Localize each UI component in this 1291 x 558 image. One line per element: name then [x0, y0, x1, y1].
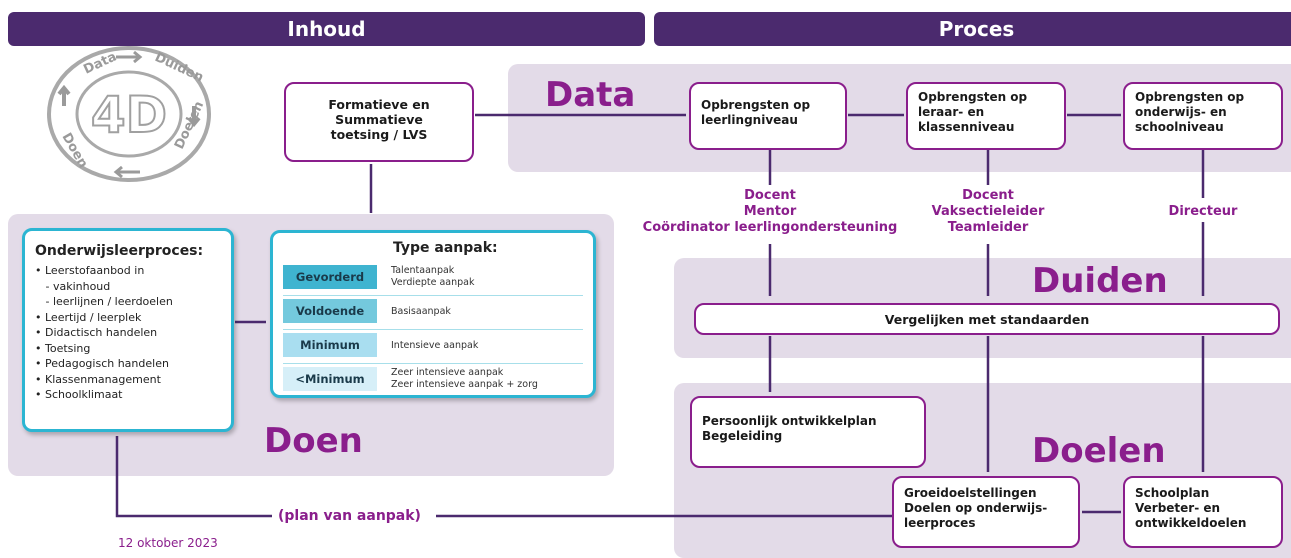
- aanpak-row: Minimum Intensieve aanpak: [283, 329, 583, 364]
- aanpak-tag: <Minimum: [283, 367, 377, 391]
- logo-center-text: 4D: [91, 86, 167, 144]
- header-inhoud: Inhoud: [8, 12, 645, 46]
- onderwijs-item: • Leertijd / leerplek: [35, 310, 142, 324]
- onderwijs-item: • Pedagogisch handelen: [35, 357, 169, 370]
- aanpak-row: Gevorderd Talentaanpak Verdiepte aanpak: [283, 261, 583, 296]
- roles-klas: Docent Vaksectieleider Teamleider: [931, 188, 1045, 235]
- onderwijs-item: • Schoolklimaat: [35, 388, 123, 401]
- onderwijs-item: • Toetsing: [35, 341, 91, 355]
- logo-4d-stamp: 4D Data Duiden Doelen Doen: [44, 44, 214, 184]
- aanpak-desc: Basisaanpak: [391, 306, 451, 317]
- aanpak-row: Voldoende Basisaanpak: [283, 295, 583, 330]
- footer-date: 12 oktober 2023: [118, 536, 218, 550]
- onderwijs-title: Onderwijsleerproces:: [35, 243, 204, 259]
- box-type-aanpak: Type aanpak: Gevorderd Talentaanpak Verd…: [270, 230, 596, 398]
- plan-van-aanpak-label: (plan van aanpak): [278, 508, 421, 524]
- roles-leerling: Docent Mentor Coördinator leerlingonders…: [642, 188, 898, 235]
- box-groeidoel: Groeidoelstellingen Doelen op onderwijs-…: [892, 476, 1080, 548]
- onderwijs-item: • Leerstofaanbod in: [35, 264, 145, 277]
- label-duiden: Duiden: [1032, 261, 1168, 301]
- header-proces: Proces: [654, 12, 1291, 46]
- aanpak-desc: Zeer intensieve aanpak Zeer intensieve a…: [391, 367, 538, 390]
- box-vergelijken: Vergelijken met standaarden: [694, 303, 1280, 335]
- label-doelen: Doelen: [1032, 431, 1166, 471]
- box-opbrengst-klas: Opbrengsten op leraar- en klassenniveau: [906, 82, 1066, 150]
- onderwijs-item: - leerlijnen / leerdoelen: [35, 295, 173, 308]
- aanpak-desc: Talentaanpak Verdiepte aanpak: [391, 265, 475, 288]
- label-data: Data: [545, 75, 636, 115]
- aanpak-tag: Gevorderd: [283, 265, 377, 289]
- label-doen: Doen: [264, 421, 363, 461]
- aanpak-row: <Minimum Zeer intensieve aanpak Zeer int…: [283, 363, 583, 397]
- onderwijs-item: • Didactisch handelen: [35, 326, 158, 339]
- aanpak-tag: Voldoende: [283, 299, 377, 323]
- box-onderwijsleerproces: Onderwijsleerproces: • Leerstofaanbod in…: [22, 228, 234, 432]
- box-schoolplan: Schoolplan Verbeter- en ontwikkeldoelen: [1123, 476, 1283, 548]
- box-opbrengst-school: Opbrengsten op onderwijs- en schoolnivea…: [1123, 82, 1283, 150]
- aanpak-tag: Minimum: [283, 333, 377, 357]
- onderwijs-item: • Klassenmanagement: [35, 372, 161, 386]
- aanpak-title: Type aanpak:: [393, 240, 498, 256]
- onderwijs-item: - vakinhoud: [35, 279, 111, 293]
- aanpak-desc: Intensieve aanpak: [391, 340, 479, 351]
- roles-school: Directeur: [1168, 204, 1238, 219]
- box-opbrengst-leerling: Opbrengsten op leerlingniveau: [689, 82, 847, 150]
- box-persoonlijk: Persoonlijk ontwikkelplan Begeleiding: [690, 396, 926, 468]
- box-toetsing: Formatieve en Summatieve toetsing / LVS: [284, 82, 474, 162]
